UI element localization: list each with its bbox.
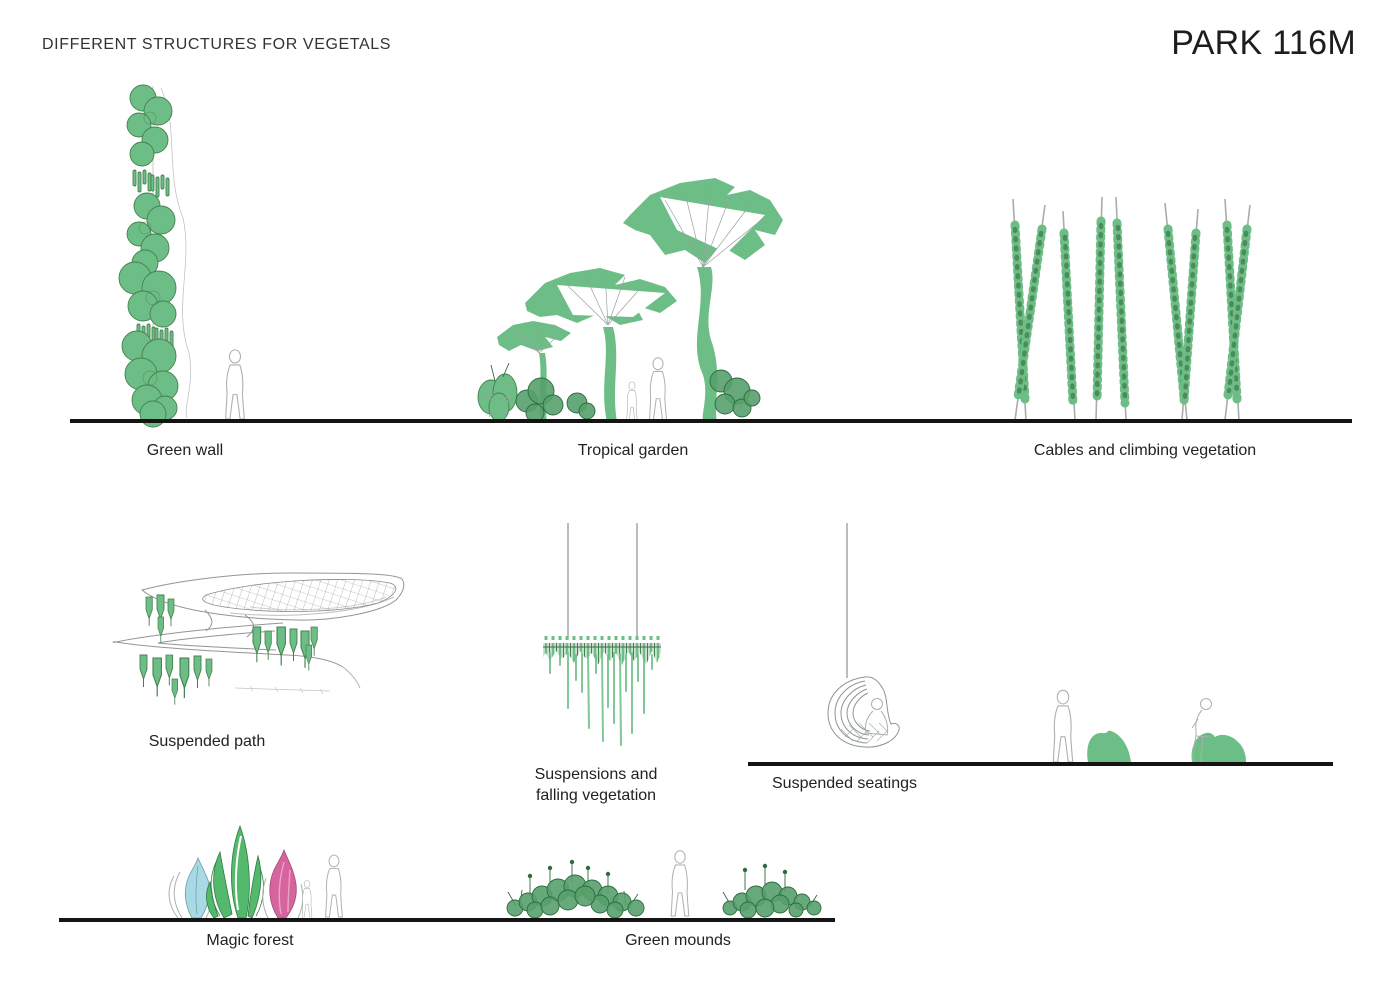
- suspended-path-illustration: [112, 572, 405, 705]
- magic-forest-label: Magic forest: [206, 932, 294, 949]
- topiary-plant: [477, 362, 518, 422]
- tropical-garden-label: Tropical garden: [577, 442, 689, 459]
- suspensions-label-line2: falling vegetation: [535, 787, 657, 804]
- adult-silhouette: [325, 854, 343, 918]
- sitting-person-silhouette: [1191, 698, 1212, 763]
- base-bushes: [515, 369, 761, 423]
- blue-plant: [168, 856, 213, 919]
- child-silhouette: [301, 880, 313, 918]
- vegetation-band: [543, 636, 661, 665]
- adult-silhouette: [648, 357, 668, 422]
- green-wall-illustration: [118, 84, 245, 428]
- seated-group: [1191, 698, 1246, 763]
- suspensions-illustration: [543, 523, 661, 746]
- tropical-garden-illustration: [477, 178, 783, 423]
- mound-1: [506, 859, 645, 919]
- ground-line-bottom: [59, 918, 835, 922]
- suspended-seatings-label: Suspended seatings: [772, 775, 917, 792]
- cables-illustration: [1010, 196, 1252, 421]
- suspensions-label: Suspensions and falling vegetation: [521, 764, 671, 806]
- seat-blob: [1087, 730, 1131, 762]
- hanging-chair-icon: [827, 676, 900, 748]
- cables-group: [1010, 196, 1252, 421]
- cables-label: Cables and climbing vegetation: [1033, 442, 1257, 459]
- mound-2: [722, 863, 822, 919]
- suspended-seatings-illustration: [827, 523, 1246, 763]
- green-wall-label: Green wall: [146, 442, 224, 459]
- walking-person-silhouette: [1052, 689, 1074, 763]
- board-subtitle: DIFFERENT STRUCTURES FOR VEGETALS: [42, 36, 392, 53]
- child-silhouette: [626, 381, 638, 422]
- suspended-path-label: Suspended path: [148, 733, 266, 750]
- seat-blob: [1191, 732, 1246, 762]
- green-wall-foliage: [118, 84, 179, 428]
- person-silhouette: [225, 349, 245, 420]
- ground-line-middle: [748, 762, 1333, 766]
- green-mounds-label: Green mounds: [625, 932, 731, 949]
- suspensions-label-line1: Suspensions and: [534, 766, 658, 783]
- pink-plant: [262, 848, 304, 919]
- ground-line-top: [70, 419, 1352, 423]
- green-plant: [206, 824, 264, 919]
- walking-person-silhouette: [670, 850, 690, 917]
- seated-person-silhouette: [864, 698, 889, 736]
- falling-strands: [549, 652, 653, 746]
- page-title: PARK 116M: [1171, 24, 1356, 62]
- green-mounds-illustration: [506, 850, 822, 919]
- magic-forest-illustration: [168, 824, 343, 919]
